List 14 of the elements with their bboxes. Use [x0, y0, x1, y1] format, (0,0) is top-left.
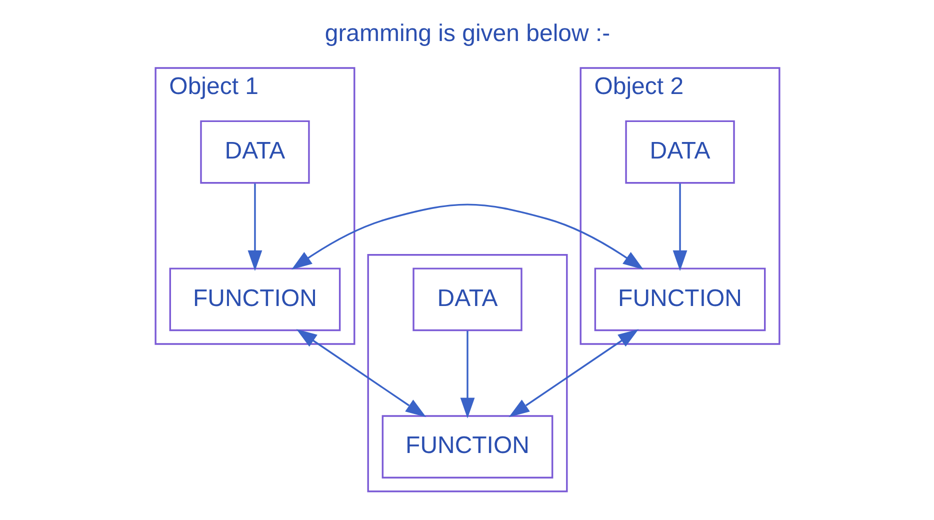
node-box: FUNCTION	[381, 415, 553, 479]
arrow	[247, 184, 262, 271]
arrow	[290, 204, 644, 270]
arrow	[460, 330, 474, 418]
node-box: DATA	[624, 120, 734, 184]
node-box: FUNCTION	[168, 268, 340, 332]
arrow	[508, 329, 638, 418]
node-box: DATA	[200, 120, 310, 184]
node-box: DATA	[412, 268, 522, 332]
diagram-title: gramming is given below :-	[324, 20, 610, 47]
arrow	[672, 184, 687, 271]
arrow	[296, 329, 426, 418]
cluster	[366, 254, 568, 492]
node-box: FUNCTION	[594, 268, 766, 332]
